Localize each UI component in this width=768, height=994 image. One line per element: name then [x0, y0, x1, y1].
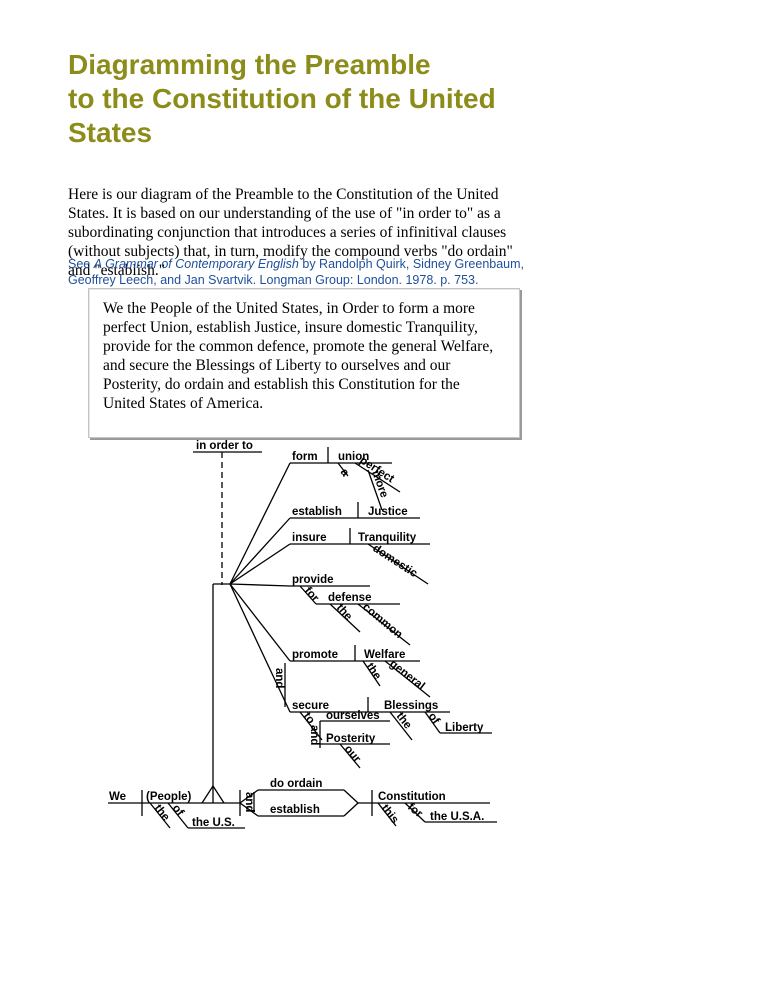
label-secure: secure — [292, 700, 329, 712]
sentence-diagram: in order to form union a perfect more es… — [108, 440, 497, 829]
label-and-verbs: and — [273, 668, 285, 688]
label-the-us: the U.S. — [192, 817, 235, 829]
label-and-objects: and — [308, 725, 320, 745]
page-title: Diagramming the Preamble to the Constitu… — [68, 48, 588, 150]
label-general: general — [387, 658, 427, 693]
title-line-3: States — [68, 117, 153, 148]
label-our: our — [342, 743, 363, 765]
label-posterity: Posterity — [326, 733, 376, 745]
intro-paragraph: Here is our diagram of the Preamble to t… — [68, 186, 513, 279]
label-constitution: Constitution — [378, 791, 446, 803]
label-of: of — [426, 711, 442, 727]
label-the-welfare: the — [364, 661, 384, 682]
citation: See A Grammar of Contemporary English by… — [68, 256, 538, 288]
label-this: this — [379, 802, 401, 826]
label-tranquility: Tranquility — [358, 532, 417, 544]
label-for-main: for — [405, 801, 425, 820]
label-to: to — [301, 710, 317, 726]
label-promote: promote — [292, 649, 338, 661]
label-and-main: and — [243, 792, 255, 812]
preamble-quote-box: We the People of the United States, in O… — [88, 288, 520, 438]
label-defense: defense — [328, 592, 371, 604]
label-establish: establish — [292, 506, 342, 518]
label-liberty: Liberty — [445, 722, 484, 734]
label-do-ordain: do ordain — [270, 778, 322, 790]
citation-book-title[interactable]: A Grammar of Contemporary English — [93, 257, 299, 271]
diagram-labels: in order to form union a perfect more es… — [109, 440, 484, 829]
label-a: a — [338, 466, 352, 479]
label-the-usa: the U.S.A. — [430, 811, 484, 823]
title-line-2: to the Constitution of the United — [68, 83, 496, 114]
label-we: We — [109, 791, 126, 803]
citation-details: by Randolph Quirk, Sidney Greenbaum, Geo… — [68, 257, 525, 287]
citation-prefix: See — [68, 257, 94, 271]
diagram-lines — [108, 447, 497, 829]
label-common: common — [360, 601, 404, 641]
label-blessings: Blessings — [384, 700, 438, 712]
label-insure: insure — [292, 532, 327, 544]
label-the-defense: the — [334, 602, 354, 623]
label-union: union — [338, 451, 369, 463]
label-form: form — [292, 451, 318, 463]
preamble-text: We the People of the United States, in O… — [103, 300, 494, 412]
label-ourselves: ourselves — [326, 710, 380, 722]
label-provide: provide — [292, 574, 334, 586]
label-justice: Justice — [368, 506, 408, 518]
label-establish-main: establish — [270, 804, 320, 816]
label-domestic: domestic — [370, 542, 419, 580]
label-for: for — [302, 585, 322, 605]
label-the-people: the — [152, 802, 172, 823]
label-in-order-to: in order to — [196, 440, 253, 452]
title-line-1: Diagramming the Preamble — [68, 49, 431, 80]
label-people: (People) — [146, 791, 192, 803]
label-welfare: Welfare — [364, 649, 405, 661]
label-the-blessings: the — [394, 710, 414, 731]
label-of-people: of — [170, 802, 186, 818]
